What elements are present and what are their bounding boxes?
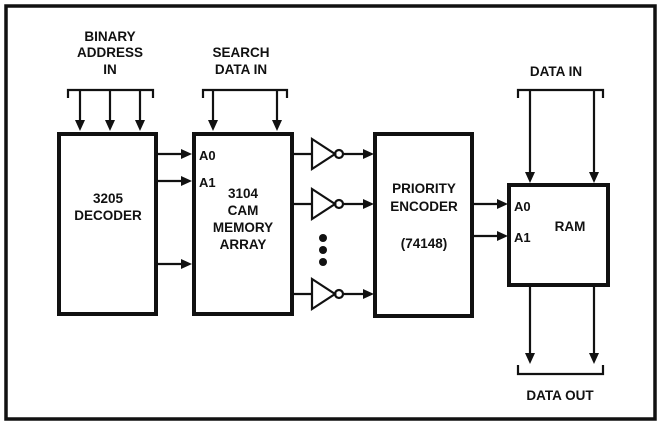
inverter-1 xyxy=(292,136,374,172)
binary-address-bus xyxy=(66,88,155,131)
search-data-in-label: SEARCH DATA IN xyxy=(212,45,269,77)
svg-text:SEARCH: SEARCH xyxy=(212,45,269,60)
svg-text:3205: 3205 xyxy=(93,191,124,206)
svg-text:ENCODER: ENCODER xyxy=(390,199,458,214)
ram-pin-a0: A0 xyxy=(514,199,531,214)
data-in-label: DATA IN xyxy=(530,64,582,79)
cam-label: 3104 CAM MEMORY ARRAY xyxy=(213,186,273,252)
data-in-bus xyxy=(516,88,605,183)
ram-pin-a1: A1 xyxy=(514,230,531,245)
search-data-bus xyxy=(201,88,289,131)
ellipsis-dots xyxy=(319,234,327,266)
cam-memory-array-block xyxy=(192,132,294,316)
cam-pin-a0: A0 xyxy=(199,148,216,163)
binary-address-in-label: BINARY ADDRESS IN xyxy=(77,29,143,77)
svg-text:PRIORITY: PRIORITY xyxy=(392,181,456,196)
decoder-label: 3205 DECODER xyxy=(74,191,142,223)
svg-text:3104: 3104 xyxy=(228,186,259,201)
svg-text:(74148): (74148) xyxy=(401,236,448,251)
decoder-to-cam-arrows xyxy=(156,149,192,269)
encoder-to-ram-arrows xyxy=(472,199,508,241)
svg-text:ADDRESS: ADDRESS xyxy=(77,45,143,60)
svg-text:CAM: CAM xyxy=(228,203,259,218)
ram-block xyxy=(507,183,610,287)
diagram-frame xyxy=(4,4,657,421)
svg-text:DECODER: DECODER xyxy=(74,208,142,223)
inverter-2 xyxy=(292,186,374,222)
data-out-bus xyxy=(516,285,605,376)
svg-text:BINARY: BINARY xyxy=(84,29,135,44)
priority-encoder-label: PRIORITY ENCODER (74148) xyxy=(390,181,458,251)
svg-text:DATA IN: DATA IN xyxy=(215,62,267,77)
inverter-3 xyxy=(292,276,374,312)
svg-text:IN: IN xyxy=(103,62,117,77)
priority-encoder-block xyxy=(373,132,474,318)
cam-pin-a1: A1 xyxy=(199,175,216,190)
decoder-block xyxy=(57,132,158,316)
ram-label: RAM xyxy=(555,219,586,234)
data-out-label: DATA OUT xyxy=(526,388,594,403)
svg-text:ARRAY: ARRAY xyxy=(220,237,267,252)
svg-text:MEMORY: MEMORY xyxy=(213,220,273,235)
